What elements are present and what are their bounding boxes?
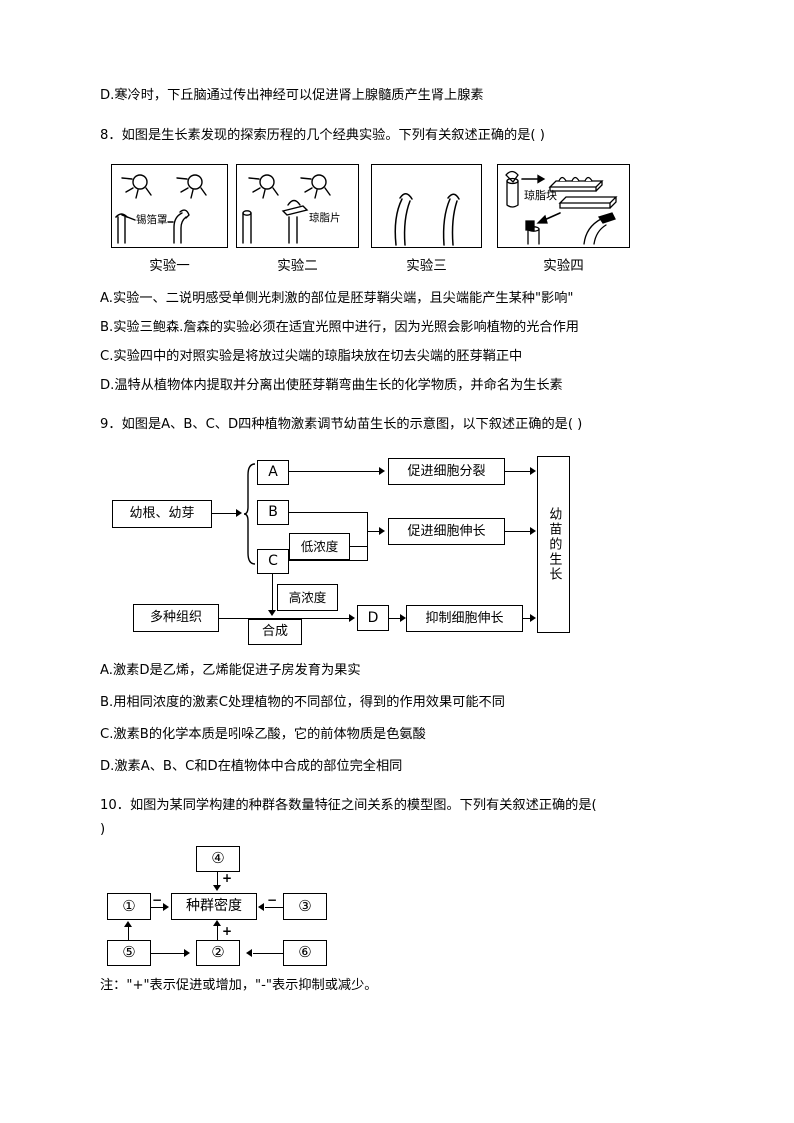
q10-box-2: ② (196, 940, 240, 966)
q10-arrow-2-center (213, 920, 221, 926)
q10-arrow-3-center (258, 903, 264, 911)
q10-arrow-5-2 (184, 949, 190, 957)
q9-effect-box-3: 抑制细胞伸长 (406, 605, 523, 632)
q10-box-5: ⑤ (107, 940, 151, 966)
q10-center-box: 种群密度 (171, 893, 257, 920)
experiment-1-label-foil: 锡箔罩 (136, 214, 168, 226)
q9-arrow-a-effect (379, 467, 385, 475)
q8-option-a: A.实验一、二说明感受单侧光刺激的部位是胚芽鞘尖端，且尖端能产生某种"影响" (100, 291, 574, 306)
q9-tissue-box: 多种组织 (133, 604, 219, 632)
experiment-4-label-agar-block: 琼脂块 (524, 189, 557, 202)
experiment-panel-1: 锡箔罩 (111, 164, 228, 248)
experiment-4-drawing (505, 170, 618, 245)
experiment-1-drawing (115, 174, 207, 244)
q9-option-c: C.激素B的化学本质是吲哚乙酸，它的前体物质是色氨酸 (100, 727, 426, 742)
q9-option-a: A.激素D是乙烯，乙烯能促进子房发育为果实 (100, 663, 361, 678)
q9-conn-tissue-d (219, 618, 351, 620)
q9-synthesis-box: 合成 (248, 619, 302, 645)
q10-sign-2: + (222, 924, 233, 938)
q9-hormone-box-a: A (257, 460, 289, 485)
q9-hormone-box-b: B (257, 500, 289, 525)
q10-conn-3-center (265, 907, 283, 909)
q9-option-b: B.用相同浓度的激素C处理植物的不同部位，得到的作用效果可能不同 (100, 695, 505, 710)
q10-box-6: ⑥ (283, 940, 327, 966)
q8-option-b: B.实验三鲍森.詹森的实验必须在适宜光照中进行，因为光照会影响植物的光合作用 (100, 320, 579, 335)
experiment-panel-4: 琼脂块 (497, 164, 630, 248)
q10-conn-5-1 (128, 927, 130, 940)
q9-conn-b-1 (289, 512, 368, 514)
q9-conn-a-effect (289, 471, 382, 473)
q9-conn-low-effect (367, 531, 382, 533)
q9-conn-low-effect-v (367, 512, 369, 532)
q9-arrow-tissue-d (349, 614, 355, 622)
experiment-caption-2: 实验二 (277, 258, 318, 274)
q9-source-box: 幼根、幼芽 (112, 500, 212, 528)
q9-arrow-e1-out (530, 467, 536, 475)
q10-arrow-4-center (213, 885, 221, 891)
experiment-2-drawing (242, 174, 331, 244)
q10-arrow-1-center (163, 903, 169, 911)
q9-conn-c-down (272, 574, 274, 612)
q10-conn-2-center (217, 926, 219, 940)
q10-conn-6-2 (253, 953, 283, 955)
q9-hormone-box-c: C (257, 549, 289, 574)
experiment-panel-3 (371, 164, 482, 248)
q8-stem: 8．如图是生长素发现的探索历程的几个经典实验。下列有关叙述正确的是( ) (100, 128, 545, 143)
q9-conn-e2-out (505, 531, 533, 533)
q9-outcome-box: 幼苗的生长 (537, 456, 570, 633)
experiment-caption-1: 实验一 (149, 258, 190, 274)
q9-option-d: D.激素A、B、C和D在植物体中合成的部位完全相同 (100, 759, 403, 774)
q9-arrow-c-down (268, 610, 276, 616)
experiment-2-label-agar-slice: 琼脂片 (309, 212, 341, 224)
q10-stem-tail: ) (100, 822, 106, 837)
q9-effect-box-1: 促进细胞分裂 (388, 458, 505, 485)
q10-note: 注："+"表示促进或增加，"-"表示抑制或减少。 (100, 978, 378, 993)
q9-conn-source (212, 513, 239, 515)
q10-box-3: ③ (283, 893, 327, 920)
q9-brace (243, 463, 256, 565)
q9-hormone-box-d: D (357, 605, 389, 631)
q9-stem: 9．如图是A、B、C、D四种植物激素调节幼苗生长的示意图，以下叙述正确的是( ) (100, 417, 583, 432)
experiment-caption-4: 实验四 (543, 258, 584, 274)
q9-arrow-low-effect (379, 527, 385, 535)
q9-arrow-e2-out (530, 527, 536, 535)
experiment-3-drawing (394, 193, 460, 246)
q10-conn-5-2 (151, 953, 185, 955)
q9-arrow-source (236, 509, 242, 517)
q9-conn-e1-out (505, 471, 533, 473)
q10-sign-3: − (267, 893, 278, 907)
q9-high-concentration-box: 高浓度 (277, 584, 338, 611)
q10-conn-1-center (151, 907, 165, 909)
experiment-panel-2: 琼脂片 (236, 164, 359, 248)
q8-option-d: D.温特从植物体内提取并分离出使胚芽鞘弯曲生长的化学物质，并命名为生长素 (100, 378, 563, 393)
q9-arrow-e3-out (530, 614, 536, 622)
experiment-caption-3: 实验三 (406, 258, 447, 274)
q9-arrow-d-effect (400, 614, 406, 622)
q10-box-1: ① (107, 893, 151, 920)
q10-sign-1: − (152, 893, 163, 907)
q9-conn-d-effect (389, 618, 402, 620)
q10-stem: 10．如图为某同学构建的种群各数量特征之间关系的模型图。下列有关叙述正确的是( (100, 798, 597, 813)
q9-low-concentration-box: 低浓度 (289, 533, 350, 560)
q9-effect-box-2: 促进细胞伸长 (388, 518, 505, 545)
q9-conn-c-1 (289, 560, 368, 562)
q10-sign-4: + (222, 871, 233, 885)
q10-box-4: ④ (196, 846, 240, 872)
q10-arrow-6-2 (246, 949, 252, 957)
q9-conn-e3-out (523, 618, 534, 620)
q8-option-c: C.实验四中的对照实验是将放过尖端的琼脂块放在切去尖端的胚芽鞘正中 (100, 349, 523, 364)
q10-conn-4-center (217, 872, 219, 887)
q7-option-d: D.寒冷时，下丘脑通过传出神经可以促进肾上腺髓质产生肾上腺素 (100, 88, 484, 103)
q9-outcome-label: 幼苗的生长 (546, 507, 562, 582)
q9-conn-b-3 (350, 546, 368, 548)
q9-conn-c-2 (367, 546, 369, 561)
q10-arrow-5-1 (124, 921, 132, 927)
